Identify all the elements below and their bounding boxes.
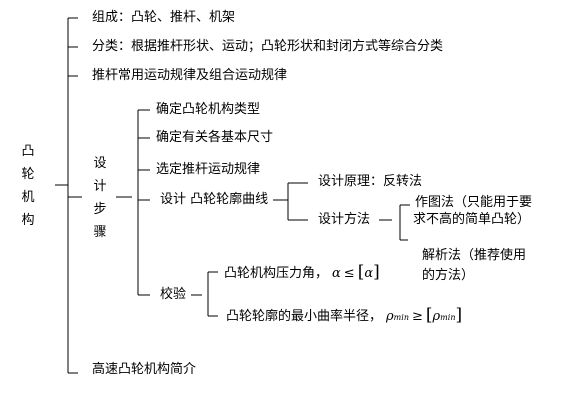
step-type-node: 确定凸轮机构类型 [156, 102, 261, 117]
right-bracket-2: ] [455, 305, 463, 325]
graphic-method-line2: 求不高的简单凸轮） [413, 212, 531, 227]
alpha-allow-symbol: α [364, 266, 374, 281]
high-speed-node: 高速凸轮机构简介 [92, 362, 197, 377]
rho-symbol: ρ [386, 309, 394, 324]
pressure-angle-text: 凸轮机构压力角， [224, 266, 329, 281]
ge-symbol: ≥ [411, 309, 423, 324]
design-steps-node: 设计步骤 [93, 156, 107, 240]
left-bracket: [ [357, 262, 365, 282]
left-bracket-2: [ [425, 305, 433, 325]
rho-allow-subscript: min [440, 313, 456, 322]
motion-law-node: 推杆常用运动规律及组合运动规律 [92, 68, 288, 83]
step-contour-node: 设计 凸轮轮廓曲线 [160, 192, 269, 207]
rho-subscript: min [393, 313, 409, 322]
root-node: 凸轮机构 [21, 144, 35, 228]
check-node: 校验 [160, 287, 187, 302]
step-motion-node: 选定推杆运动规律 [156, 162, 261, 177]
design-method-node: 设计方法 [318, 212, 371, 227]
analytic-method-line2: 的方法） [422, 268, 475, 283]
alpha-symbol: α [332, 266, 341, 281]
rho-allow-symbol: ρ [432, 309, 441, 324]
pressure-angle-node: 凸轮机构压力角，α≤[α] [224, 264, 380, 282]
classification-node: 分类：根据推杆形状、运动；凸轮形状和封闭方式等综合分类 [92, 39, 444, 54]
le-symbol: ≤ [343, 266, 355, 281]
right-bracket: ] [373, 262, 380, 282]
composition-node: 组成：凸轮、推杆、机架 [92, 10, 236, 25]
analytic-method-line1: 解析法（推荐使用 [422, 248, 527, 263]
min-radius-node: 凸轮轮廓的最小曲率半径，ρmin≥[ρmin] [226, 307, 462, 326]
graphic-method-line1: 作图法（只能用于要 [415, 195, 533, 210]
design-principle-node: 设计原理：反转法 [318, 174, 423, 189]
step-dimensions-node: 确定有关各基本尺寸 [156, 130, 274, 145]
min-radius-text: 凸轮轮廓的最小曲率半径， [226, 309, 383, 324]
